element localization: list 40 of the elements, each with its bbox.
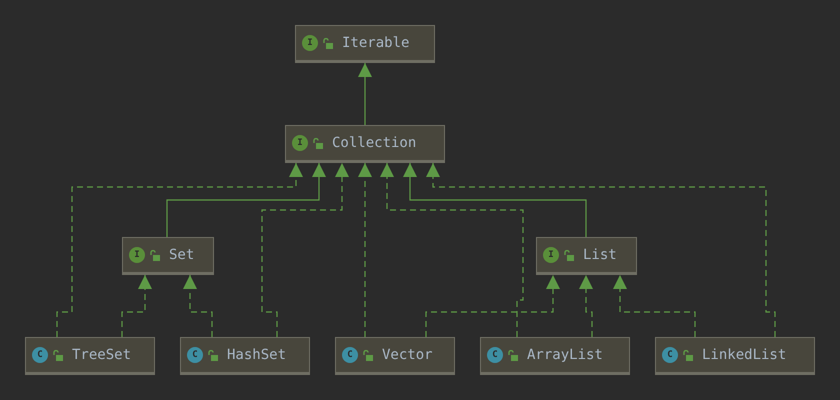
class-icon: C xyxy=(487,347,503,363)
class-box xyxy=(25,337,155,375)
class-icon: C xyxy=(342,347,358,363)
inheritance-arrow xyxy=(166,163,326,237)
type-name: LinkedList xyxy=(702,347,786,363)
interface-icon: I xyxy=(129,247,145,263)
interface-box xyxy=(536,237,637,275)
inheritance-arrow xyxy=(579,275,593,337)
type-name: Vector xyxy=(382,347,433,363)
interface-icon: I xyxy=(292,135,308,151)
class-icon: C xyxy=(662,347,678,363)
type-name: Set xyxy=(169,247,194,263)
type-name: Collection xyxy=(332,135,416,151)
type-name: Iterable xyxy=(342,35,410,51)
class-box xyxy=(180,337,310,375)
class-icon: C xyxy=(32,347,48,363)
inheritance-arrow xyxy=(426,163,776,337)
inheritance-arrow xyxy=(183,275,213,337)
type-name: TreeSet xyxy=(72,347,132,363)
inheritance-arrow xyxy=(403,163,587,237)
type-name: List xyxy=(583,247,617,263)
inheritance-arrow xyxy=(121,275,152,337)
class-box xyxy=(480,337,630,375)
inheritance-arrow xyxy=(380,163,524,337)
type-name: ArrayList xyxy=(527,347,603,363)
class-icon: C xyxy=(187,347,203,363)
inheritance-arrow xyxy=(358,63,372,125)
inheritance-arrow xyxy=(613,275,696,337)
interface-box xyxy=(295,25,435,63)
class-box xyxy=(335,337,455,375)
interface-box xyxy=(122,237,214,275)
interface-box xyxy=(285,125,445,163)
interface-icon: I xyxy=(543,247,559,263)
inheritance-arrow xyxy=(425,275,560,337)
class-box xyxy=(655,337,815,375)
inheritance-arrow xyxy=(358,163,372,337)
type-name: HashSet xyxy=(227,347,286,363)
interface-icon: I xyxy=(302,35,318,51)
inheritance-arrow xyxy=(56,163,303,337)
inheritance-arrow xyxy=(261,163,349,337)
